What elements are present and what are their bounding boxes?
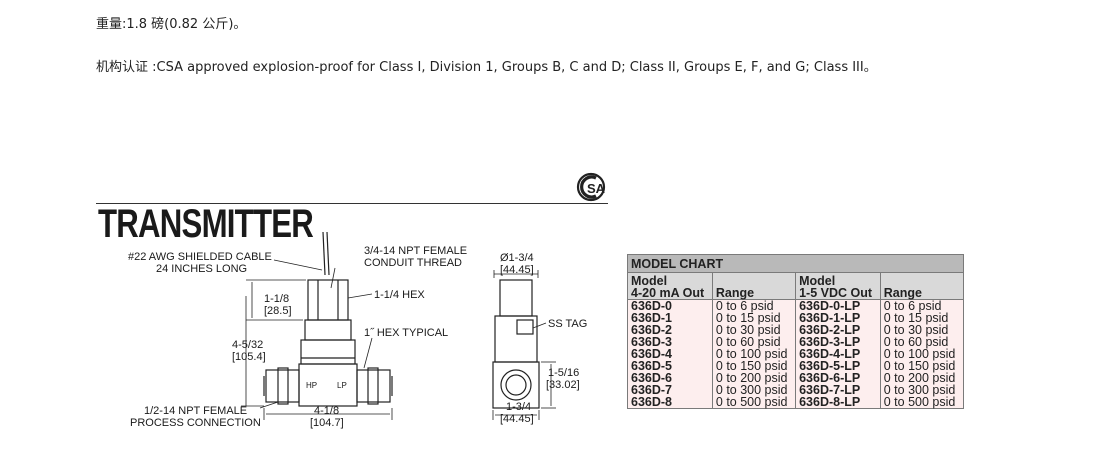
range-cell: 0 to 30 psid <box>879 324 965 336</box>
model-vdc-cell: 636D-6-LP <box>795 372 881 384</box>
table-row: 636D-8 0 to 500 psid 636D-8-LP 0 to 500 … <box>627 396 965 409</box>
range-cell: 0 to 60 psid <box>711 336 797 348</box>
certification-spec: 机构认证 :CSA approved explosion-proof for C… <box>96 60 877 75</box>
model-ma-cell: 636D-7 <box>627 384 713 396</box>
front-view <box>263 231 393 407</box>
model-vdc-cell: 636D-5-LP <box>795 360 881 372</box>
range-cell: 0 to 500 psid <box>879 396 965 409</box>
model-vdc-cell: 636D-7-LP <box>795 384 881 396</box>
header-range-1-text: Range <box>715 286 755 300</box>
model-vdc-cell: 636D-8-LP <box>795 396 881 409</box>
header-range-2: Range <box>879 272 965 300</box>
range-cell: 0 to 300 psid <box>879 384 965 396</box>
side-dim-2: [33.02] <box>546 379 580 391</box>
height-dim-2: [105.4] <box>232 351 266 363</box>
table-row: 636D-1 0 to 15 psid 636D-1-LP 0 to 15 ps… <box>627 312 965 324</box>
hex-top-label: 1-1/4 HEX <box>374 289 425 301</box>
model-ma-cell: 636D-1 <box>627 312 713 324</box>
width-dim-2: [104.7] <box>310 417 344 429</box>
width-dim-1: 4-1/8 <box>314 405 339 417</box>
range-cell: 0 to 150 psid <box>879 360 965 372</box>
range-cell: 0 to 150 psid <box>711 360 797 372</box>
table-row: 636D-0 0 to 6 psid 636D-0-LP 0 to 6 psid <box>627 299 965 312</box>
range-cell: 0 to 200 psid <box>879 372 965 384</box>
top-dim-1: 1-1/8 <box>264 293 289 305</box>
title-rule <box>96 203 608 204</box>
model-ma-cell: 636D-8 <box>627 396 713 409</box>
table-row: 636D-2 0 to 30 psid 636D-2-LP 0 to 30 ps… <box>627 324 965 336</box>
table-row: 636D-5 0 to 150 psid 636D-5-LP 0 to 150 … <box>627 360 965 372</box>
table-row: 636D-7 0 to 300 psid 636D-7-LP 0 to 300 … <box>627 384 965 396</box>
conduit-label-2: CONDUIT THREAD <box>364 257 462 269</box>
header-range-2-text: Range <box>883 286 922 300</box>
model-ma-cell: 636D-0 <box>627 299 713 312</box>
ss-tag-label: SS TAG <box>548 318 587 330</box>
header-model-ma-line2: 4-20 mA Out <box>631 286 705 300</box>
hp-label: HP <box>306 381 317 390</box>
side-view <box>492 279 540 409</box>
cable-label-2: 24 INCHES LONG <box>156 263 247 275</box>
dimension-lines <box>241 259 556 420</box>
range-cell: 0 to 300 psid <box>711 384 797 396</box>
transmitter-figure: TRANSMITTER SA <box>96 170 616 440</box>
header-model-vdc-line1: Model <box>799 274 836 288</box>
range-cell: 0 to 200 psid <box>711 372 797 384</box>
diameter-2: [44.45] <box>500 264 534 276</box>
model-ma-cell: 636D-2 <box>627 324 713 336</box>
range-cell: 0 to 15 psid <box>711 312 797 324</box>
range-cell: 0 to 100 psid <box>711 348 797 360</box>
figure-title: TRANSMITTER <box>98 202 314 246</box>
model-ma-cell: 636D-4 <box>627 348 713 360</box>
table-row: 636D-6 0 to 200 psid 636D-6-LP 0 to 200 … <box>627 372 965 384</box>
range-cell: 0 to 500 psid <box>711 396 797 409</box>
top-dim-2: [28.5] <box>264 305 292 317</box>
depth-dim-2: [44.45] <box>500 413 534 425</box>
model-ma-cell: 636D-6 <box>627 372 713 384</box>
model-vdc-cell: 636D-4-LP <box>795 348 881 360</box>
model-vdc-cell: 636D-0-LP <box>795 299 881 312</box>
header-range-1: Range <box>711 272 797 300</box>
model-vdc-cell: 636D-1-LP <box>795 312 881 324</box>
dimension-drawing: #22 AWG SHIELDED CABLE 24 INCHES LONG 3/… <box>128 231 587 429</box>
range-cell: 0 to 30 psid <box>711 324 797 336</box>
depth-dim-1: 1-3/4 <box>506 401 531 413</box>
conduit-label-1: 3/4-14 NPT FEMALE <box>364 245 467 257</box>
model-vdc-cell: 636D-2-LP <box>795 324 881 336</box>
side-dim-1: 1-5/16 <box>548 367 579 379</box>
model-chart-title: MODEL CHART <box>627 254 964 273</box>
table-row: 636D-3 0 to 60 psid 636D-3-LP 0 to 60 ps… <box>627 336 965 348</box>
range-cell: 0 to 6 psid <box>879 299 965 312</box>
table-row: 636D-4 0 to 100 psid 636D-4-LP 0 to 100 … <box>627 348 965 360</box>
csa-logo-icon: SA <box>576 172 606 202</box>
model-ma-cell: 636D-3 <box>627 336 713 348</box>
weight-spec: 重量:1.8 磅(0.82 公斤)。 <box>96 17 247 32</box>
process-label-1: 1/2-14 NPT FEMALE <box>144 405 247 417</box>
range-cell: 0 to 60 psid <box>879 336 965 348</box>
csa-logo-text: SA <box>587 181 606 196</box>
diameter-1: Ø1-3/4 <box>500 252 534 264</box>
cable-label-1: #22 AWG SHIELDED CABLE <box>128 251 272 263</box>
hex-typical-label: 1˝ HEX TYPICAL <box>364 327 448 339</box>
header-model-vdc-line2: 1-5 VDC Out <box>799 286 873 300</box>
lp-label: LP <box>337 381 347 390</box>
range-cell: 0 to 6 psid <box>711 299 797 312</box>
process-label-2: PROCESS CONNECTION <box>130 417 261 429</box>
range-cell: 0 to 100 psid <box>879 348 965 360</box>
height-dim-1: 4-5/32 <box>232 339 263 351</box>
model-ma-cell: 636D-5 <box>627 360 713 372</box>
model-vdc-cell: 636D-3-LP <box>795 336 881 348</box>
range-cell: 0 to 15 psid <box>879 312 965 324</box>
header-model-ma-line1: Model <box>631 274 668 288</box>
